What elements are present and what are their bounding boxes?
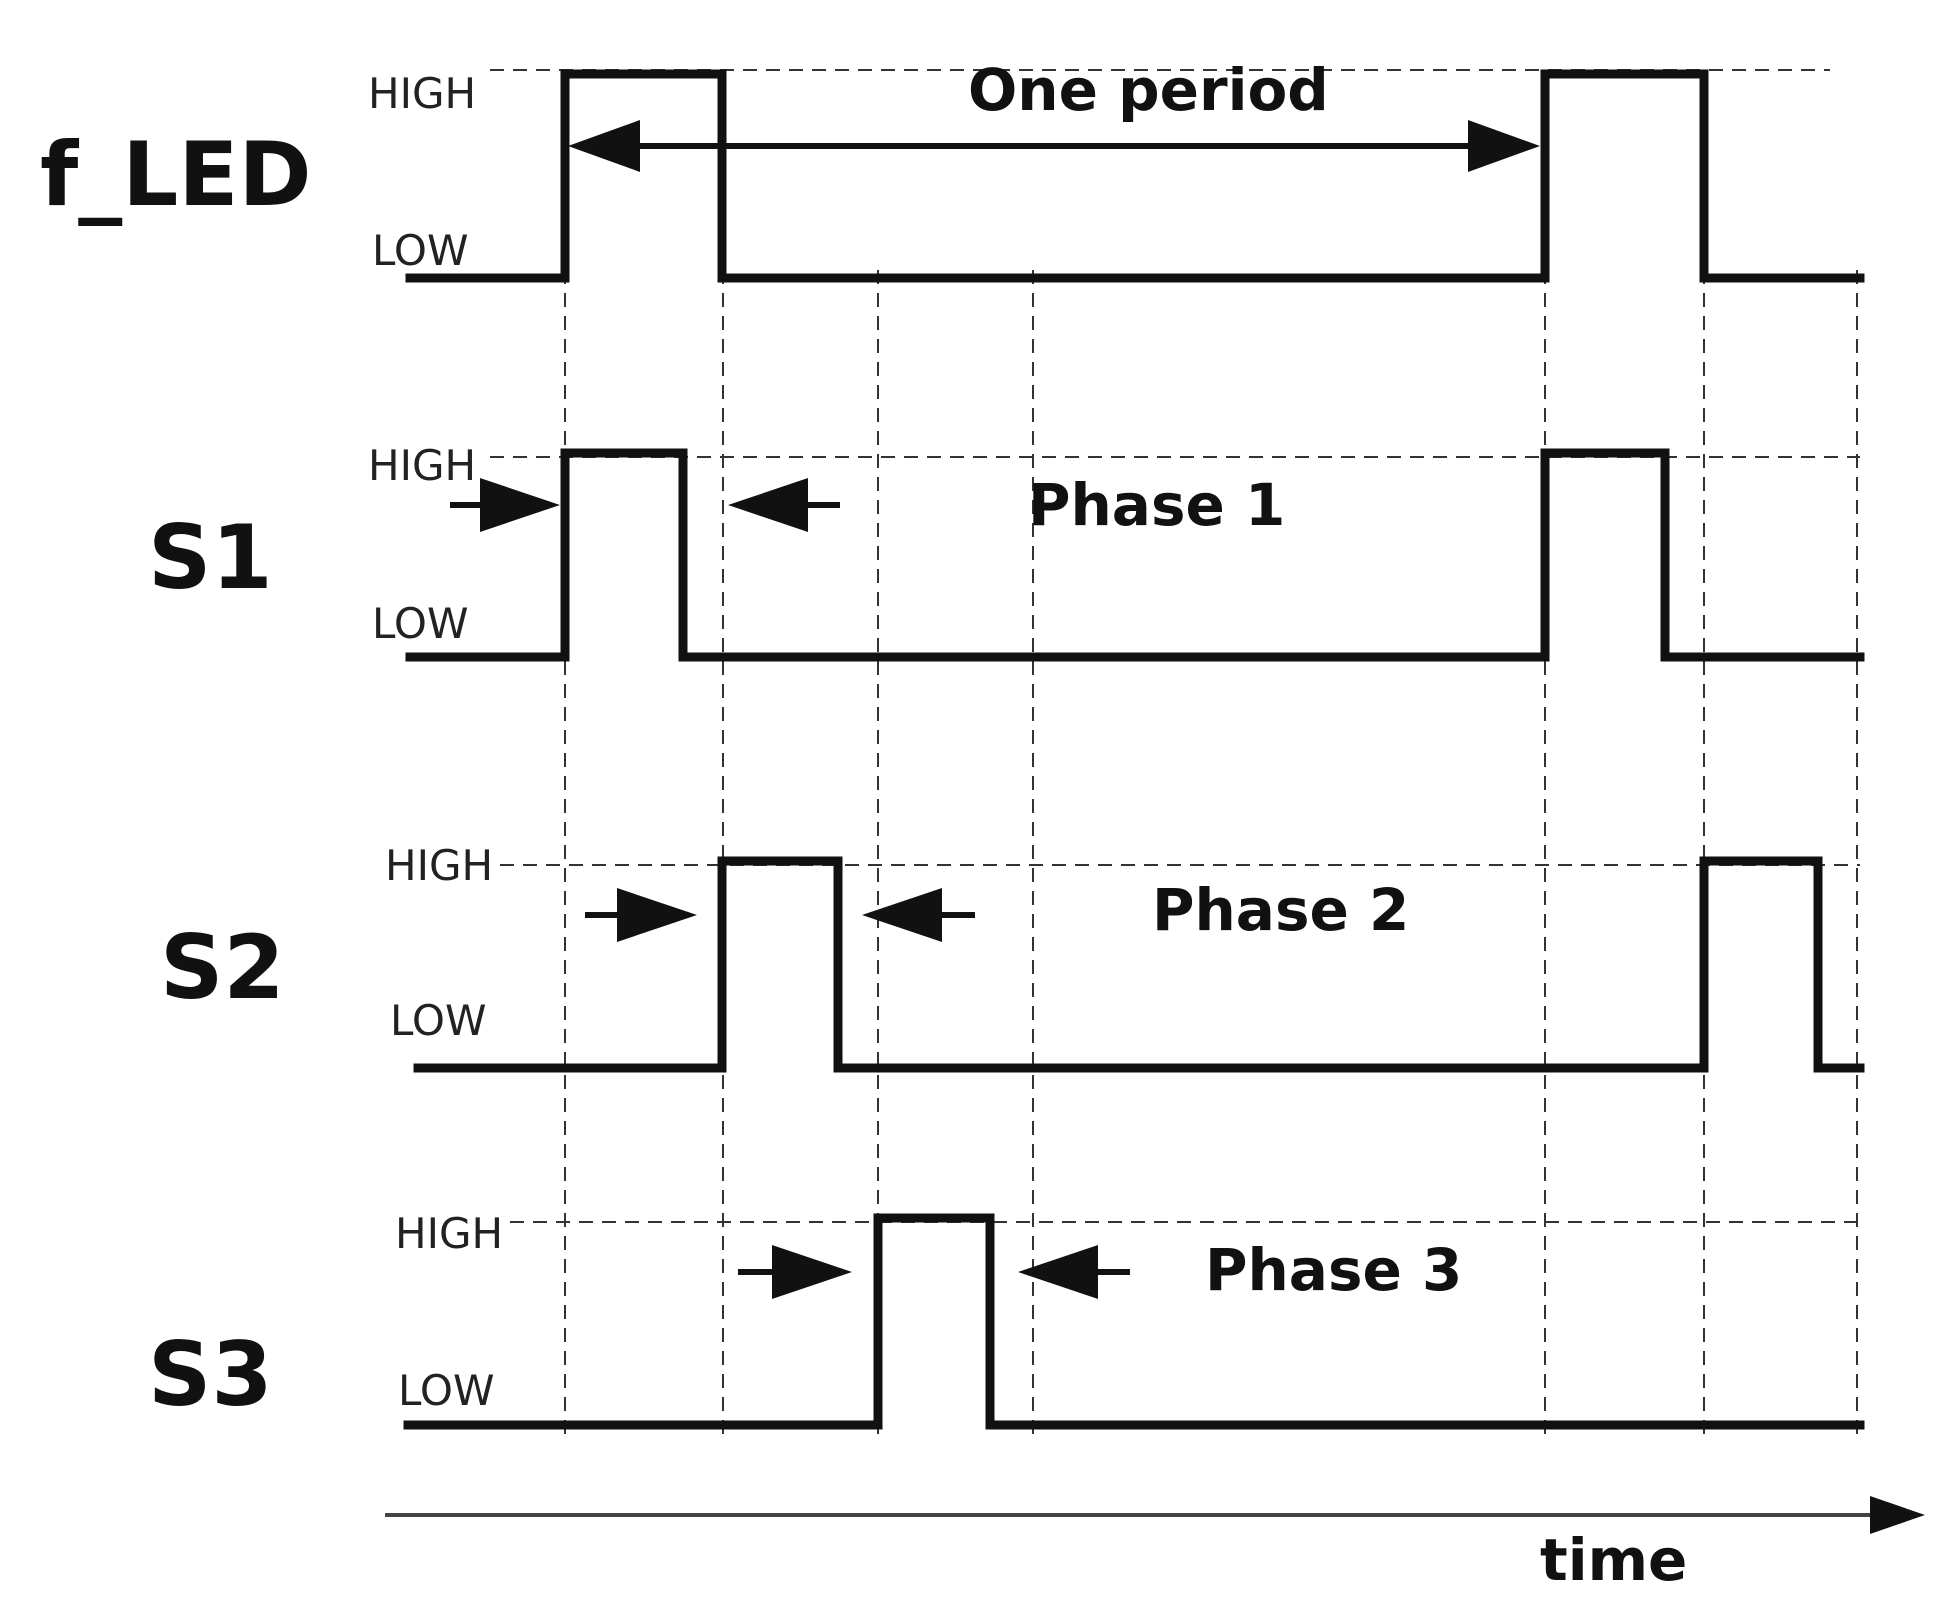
phase2-arrow-out-head xyxy=(862,888,942,942)
period-arrow-left-head xyxy=(568,120,640,172)
signal-s3: S3 HIGH LOW Phase 3 xyxy=(148,1209,1865,1430)
period-arrow-right-head xyxy=(1468,120,1540,172)
phase2-arrow-in-head xyxy=(617,888,697,942)
phase1-arrow-in-head xyxy=(480,478,560,532)
signal-name-s1: S1 xyxy=(148,506,273,609)
level-high-label: HIGH xyxy=(385,841,493,890)
level-low-label: LOW xyxy=(372,599,469,648)
period-label: One period xyxy=(968,56,1329,124)
phase-label-s2: Phase 2 xyxy=(1152,876,1409,944)
phase1-arrow-out-head xyxy=(728,478,808,532)
time-axis-arrowhead xyxy=(1870,1496,1925,1534)
signal-name-s2: S2 xyxy=(160,916,285,1019)
signal-f-led: f_LED HIGH LOW One period xyxy=(40,56,1865,283)
level-low-label: LOW xyxy=(398,1366,495,1415)
signal-s2: S2 HIGH LOW Phase 2 xyxy=(160,841,1865,1073)
phase3-arrow-out-head xyxy=(1018,1245,1098,1299)
phase3-arrow-in-head xyxy=(772,1245,852,1299)
level-low-label: LOW xyxy=(390,996,487,1045)
time-axis: time xyxy=(385,1496,1925,1594)
time-axis-label: time xyxy=(1540,1526,1687,1594)
level-high-label: HIGH xyxy=(395,1209,503,1258)
waveform-f-led xyxy=(405,69,1865,283)
phase-label-s3: Phase 3 xyxy=(1205,1236,1462,1304)
waveform-s1 xyxy=(405,448,1865,662)
high-reference-lines xyxy=(490,69,1860,1223)
waveform-s3 xyxy=(403,1213,1865,1430)
signal-name-f-led: f_LED xyxy=(40,123,312,226)
level-low-label: LOW xyxy=(372,226,469,275)
signal-name-s3: S3 xyxy=(148,1323,273,1426)
phase-label-s1: Phase 1 xyxy=(1028,471,1285,539)
level-high-label: HIGH xyxy=(368,69,476,118)
signal-s1: S1 HIGH LOW Phase 1 xyxy=(148,441,1865,662)
waveform-s2 xyxy=(413,856,1865,1073)
level-high-label: HIGH xyxy=(368,441,476,490)
